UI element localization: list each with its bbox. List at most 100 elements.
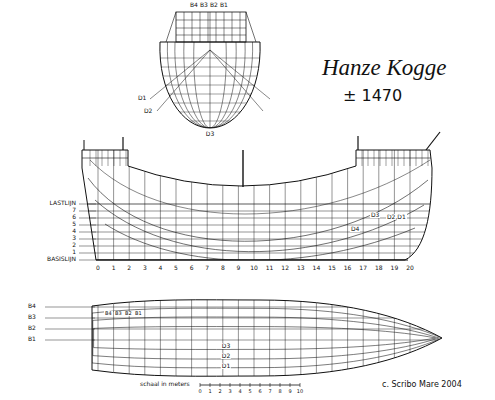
castle-plank <box>410 150 411 166</box>
scale-tick <box>210 383 211 387</box>
waterline <box>70 204 440 205</box>
waterline-label: 4 <box>72 228 76 234</box>
line-label: D3 <box>206 131 214 137</box>
stern-post <box>84 140 85 150</box>
waterline-label: LASTLIJN <box>50 200 76 206</box>
scale-label: 2 <box>218 389 221 394</box>
transom-plank <box>224 12 225 42</box>
buttock-plan <box>80 340 450 341</box>
scale-label: 1 <box>208 389 211 394</box>
waterline-lead <box>79 239 96 240</box>
line-label: B3 <box>114 311 123 316</box>
castle-plank <box>428 150 429 166</box>
waterline-label: 1 <box>72 249 76 255</box>
line-label: B1 <box>220 2 228 8</box>
buttock-plan <box>80 307 450 308</box>
station-number: 15 <box>328 265 336 271</box>
line-label: D3 <box>221 343 231 349</box>
hull-profile-outline <box>82 150 432 260</box>
castle-plank <box>380 150 381 166</box>
line-label: B2 <box>124 311 133 316</box>
station-number: 9 <box>236 265 240 271</box>
copyright-note: c. Scribo Mare 2004 <box>382 381 462 389</box>
station-number: 11 <box>266 265 274 271</box>
waterline-lead <box>79 260 96 261</box>
scale-tick <box>220 383 221 387</box>
buttock-line <box>95 200 424 252</box>
transom-plank <box>232 12 233 42</box>
bowsprit <box>426 132 440 150</box>
transom-plank <box>192 12 193 42</box>
station-line <box>254 140 255 260</box>
station-line <box>222 140 223 260</box>
transom-plank <box>176 28 246 29</box>
waterline-label: 3 <box>72 235 76 241</box>
scale-label: 0 <box>198 389 201 394</box>
waterline-label: 5 <box>72 221 76 227</box>
waterline-label: BASISLIJN <box>47 256 76 262</box>
castle-plank <box>126 150 127 166</box>
line-label: B3 <box>28 314 36 320</box>
line-label: D1 <box>221 363 231 369</box>
diagonal <box>210 50 270 99</box>
station-number: 10 <box>250 265 258 271</box>
diagonal <box>210 50 263 111</box>
line-label: B2 <box>210 2 218 8</box>
waterline-lead <box>79 253 96 254</box>
station-line <box>316 140 317 260</box>
buttock-line <box>105 224 415 261</box>
line-label: B1 <box>28 336 36 342</box>
waterline-plan <box>94 327 436 350</box>
keel <box>96 259 408 260</box>
waterline <box>70 253 440 254</box>
waterline-plan <box>92 308 442 368</box>
waterline <box>70 246 440 247</box>
station-number: 12 <box>281 265 289 271</box>
line-label: D3 <box>370 212 380 218</box>
transom-plank <box>216 12 217 42</box>
line-label: B2 <box>28 325 36 331</box>
body-plan <box>150 12 270 128</box>
station-number: 20 <box>406 265 414 271</box>
station-line <box>269 140 270 260</box>
buttock-lead <box>45 318 95 319</box>
station-number: 14 <box>313 265 321 271</box>
transom-plank <box>208 12 209 42</box>
line-label: D2,D1 <box>386 214 407 220</box>
scale-label: 8 <box>278 389 281 394</box>
station-line <box>191 140 192 260</box>
castle-plank <box>392 150 393 166</box>
line-label: D4 <box>350 226 360 232</box>
station-number: 7 <box>205 265 209 271</box>
scale-tick <box>300 383 301 387</box>
scale-tick <box>280 383 281 387</box>
station-number: 8 <box>221 265 225 271</box>
waterline-lead <box>79 225 96 226</box>
plan-lines <box>80 290 450 390</box>
castle-rail <box>356 158 432 159</box>
station-line <box>347 140 348 260</box>
transom-plank <box>240 12 241 42</box>
station-number: 1 <box>112 265 116 271</box>
scale-label: 7 <box>268 389 271 394</box>
transom-plank <box>200 12 201 42</box>
line-label: B4 <box>104 311 113 316</box>
station-number: 4 <box>158 265 162 271</box>
centerline <box>210 12 211 128</box>
buttock-lead <box>45 340 95 341</box>
station-line <box>160 140 161 260</box>
castle-plank <box>386 150 387 166</box>
waterline <box>70 218 440 219</box>
diagonal <box>157 50 210 111</box>
station-number: 13 <box>297 265 305 271</box>
castle-plank <box>96 150 97 166</box>
station-number: 17 <box>359 265 367 271</box>
line-label: D2 <box>221 353 231 359</box>
diagonal-line <box>90 160 430 214</box>
castle-plank <box>368 150 369 166</box>
station-number: 5 <box>174 265 178 271</box>
station-line <box>300 140 301 260</box>
waterline-plan <box>93 317 439 359</box>
line-label: D1 <box>138 95 146 101</box>
castle-side <box>246 12 256 42</box>
